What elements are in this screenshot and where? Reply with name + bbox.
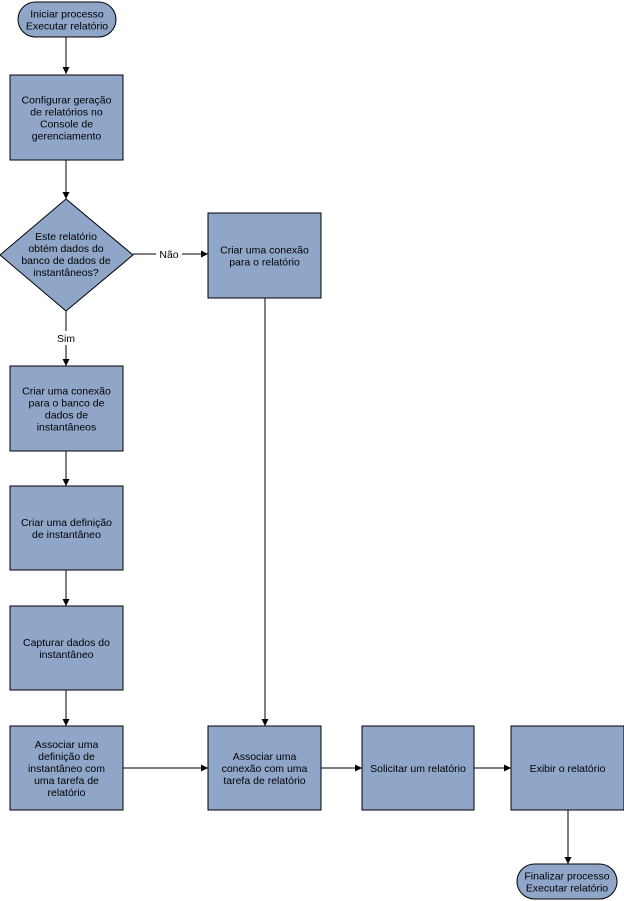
edge-labels: Não Sim [54, 247, 182, 345]
node-label-line: Criar uma conexão [220, 245, 309, 257]
node-label-line: relatório [48, 787, 86, 799]
node-label-line: Criar uma definição [21, 517, 112, 529]
node-label-line: instantâneos? [33, 267, 99, 279]
edge-label-yes: Sim [57, 333, 75, 345]
node-label-line: uma tarefa de [34, 775, 99, 787]
node-label: Exibir o relatório [530, 763, 606, 775]
node-label-line: instantâneo [39, 649, 93, 661]
node-label-line: Configurar geração [22, 95, 112, 107]
node-label-line: Executar relatório [26, 21, 108, 33]
node-label-line: para o relatório [229, 257, 300, 269]
node-label-line: obtém dados do [28, 243, 103, 255]
node-label-line: Associar uma [233, 751, 297, 763]
node-label-line: de instantâneo [32, 529, 101, 541]
node-label-line: Associar uma [35, 739, 99, 751]
node-label-line: dados de [45, 410, 88, 422]
node-label-line: conexão com uma [222, 763, 308, 775]
node-label-line: Criar uma conexão [22, 386, 111, 398]
node-label-line: Capturar dados do [23, 637, 110, 649]
node-label-line: gerenciamento [32, 131, 102, 143]
node-label-line: Finalizar processo [524, 871, 609, 883]
node-label-line: tarefa de relatório [223, 775, 305, 787]
node-label-line: Iniciar processo [30, 9, 104, 21]
request-report-step: Solicitar um relatório [361, 725, 475, 811]
node-label-line: instantâneos [37, 422, 97, 434]
edges [62, 37, 572, 864]
node-label-line: definição de [38, 751, 95, 763]
node-label-line: Console de [40, 119, 93, 131]
node-label: Solicitar um relatório [370, 763, 466, 775]
node-label-line: instantâneo com [28, 763, 105, 775]
node-label-line: Executar relatório [526, 883, 608, 895]
node-label-line: Exibir o relatório [530, 763, 606, 775]
node-label-line: para o banco de [29, 398, 105, 410]
edge-label-no: Não [159, 249, 178, 261]
display-report-step: Exibir o relatório [510, 725, 624, 811]
node-label-line: de relatórios no [30, 107, 103, 119]
node-label-line: Este relatório [35, 231, 97, 243]
node-label-line: banco de dados de [21, 255, 110, 267]
node-label-line: Solicitar um relatório [370, 763, 466, 775]
